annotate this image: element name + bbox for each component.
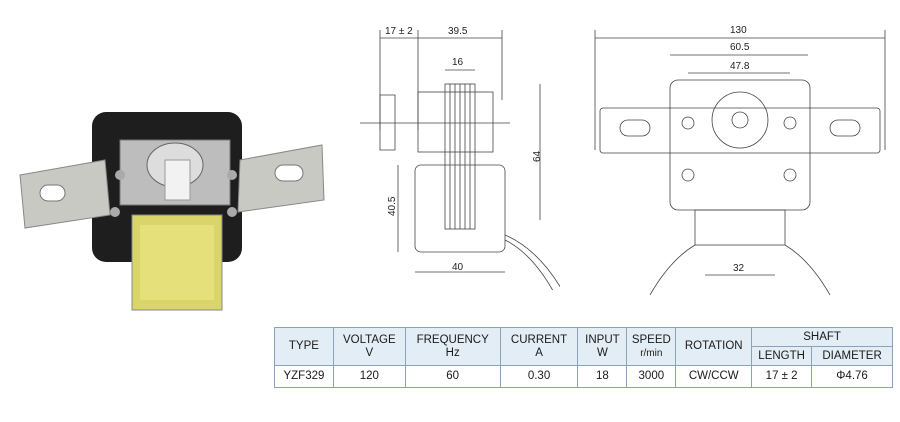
cell-type: YZF329 <box>274 365 334 388</box>
dim-holes: 47.8 <box>730 61 750 72</box>
label: VOLTAGE <box>343 333 396 346</box>
dim-stack: 16 <box>452 57 464 68</box>
dim-shaft: 17 ± 2 <box>385 26 413 37</box>
table-row: YZF329 120 60 0.30 18 3000 CW/CCW 17 ± 2… <box>274 365 893 388</box>
cell-input: 18 <box>577 365 628 388</box>
label: FREQUENCY <box>416 333 489 346</box>
unit: Hz <box>445 346 460 359</box>
label: SPEED <box>631 333 671 346</box>
header-shaft: SHAFT <box>751 327 893 347</box>
cell-voltage: 120 <box>332 365 406 388</box>
dim-base-height: 40.5 <box>387 196 398 216</box>
label: CURRENT <box>510 333 568 346</box>
cell-speed: 3000 <box>626 365 677 388</box>
unit: r/min <box>640 347 663 359</box>
header-diameter: DIAMETER <box>811 346 893 366</box>
header-type: TYPE <box>274 327 334 366</box>
dim-base-width: 40 <box>452 262 464 273</box>
dim-total: 130 <box>730 25 747 36</box>
header-rotation: ROTATION <box>675 327 753 366</box>
dim-depth: 39.5 <box>448 26 468 37</box>
unit: W <box>596 346 608 359</box>
front-view-drawing: 130 60.5 47.8 32 <box>594 25 886 296</box>
unit: A <box>535 346 543 359</box>
cell-current: 0.30 <box>499 365 579 388</box>
motor-photo <box>19 112 325 311</box>
side-view-drawing: 17 ± 2 39.5 16 64 40.5 40 <box>360 26 560 290</box>
header-length: LENGTH <box>751 346 813 366</box>
cell-length: 17 ± 2 <box>751 365 813 388</box>
label: INPUT <box>585 333 620 346</box>
cell-frequency: 60 <box>404 365 501 388</box>
dim-bottom: 32 <box>733 263 745 274</box>
dim-height: 64 <box>532 150 543 162</box>
dim-inner: 60.5 <box>730 42 750 53</box>
unit: V <box>365 346 374 359</box>
cell-rotation: CW/CCW <box>675 365 753 388</box>
cell-diameter: Φ4.76 <box>811 365 893 388</box>
